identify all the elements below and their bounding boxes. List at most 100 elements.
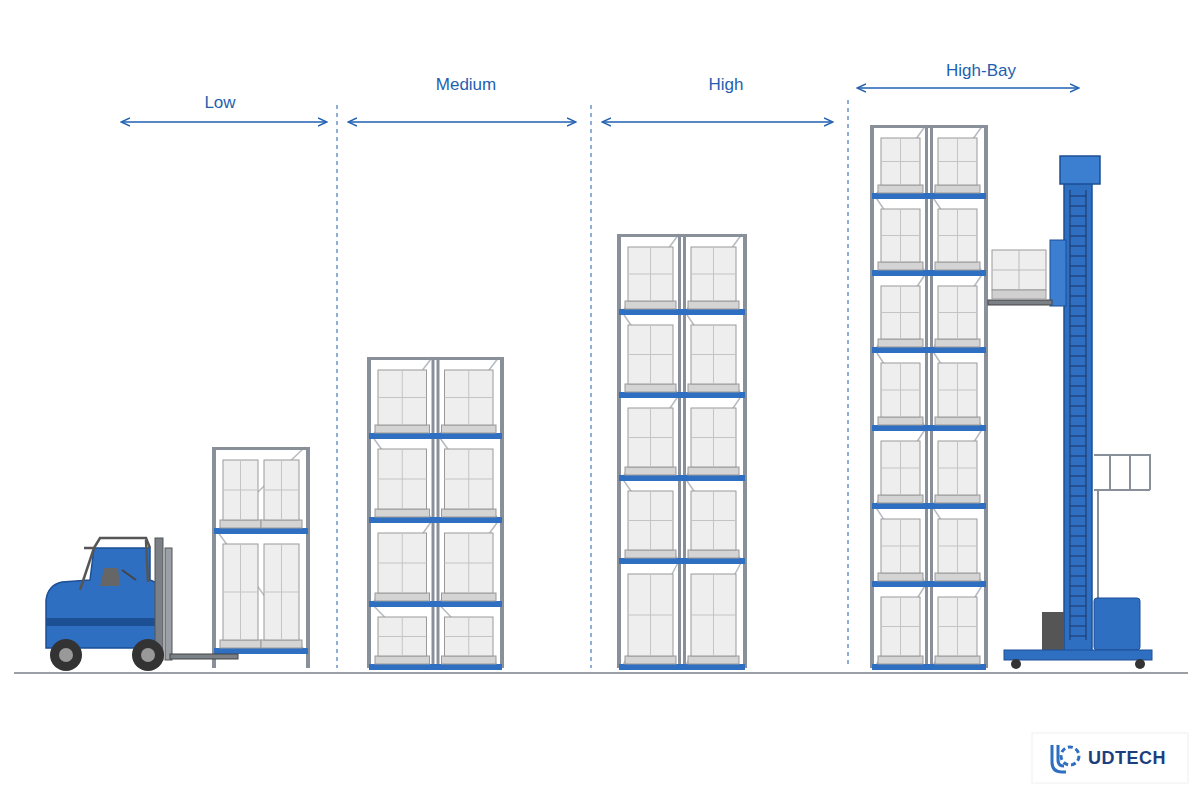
ladder-rung	[1070, 315, 1086, 316]
ladder-rung	[1070, 555, 1086, 556]
ladder-rung	[1070, 205, 1086, 206]
pallet	[935, 495, 980, 503]
rack-beam	[872, 347, 986, 353]
pallet	[878, 573, 923, 581]
ladder-rung	[1070, 255, 1086, 256]
load-box	[938, 441, 977, 495]
load-line	[445, 636, 494, 637]
ladder-rung	[1070, 505, 1086, 506]
load-line	[223, 592, 258, 593]
ladder-rung	[1070, 485, 1086, 486]
pallet-load	[688, 325, 739, 392]
pallet-load	[625, 408, 676, 475]
load-line	[628, 615, 673, 616]
load-line	[938, 312, 977, 313]
load-line	[378, 479, 427, 480]
pallet-load	[625, 247, 676, 309]
pallet	[688, 301, 739, 309]
pallet-rack	[212, 447, 310, 668]
pallet-load	[935, 441, 980, 503]
rack-top-tie	[214, 447, 308, 450]
pallet-load	[375, 370, 430, 433]
ladder-rung	[1070, 245, 1086, 246]
rack-brace	[439, 604, 500, 667]
pallet	[220, 520, 261, 528]
load-box	[881, 138, 920, 185]
ladder-rung	[1070, 535, 1086, 536]
ladder-rung	[1070, 605, 1086, 606]
load-box	[938, 209, 977, 262]
load-line	[691, 615, 736, 616]
load-line	[938, 546, 977, 547]
load-box	[881, 363, 920, 417]
pallet-load	[878, 363, 923, 425]
rack-beam	[369, 433, 502, 439]
rack-brace	[685, 561, 742, 667]
ladder-rung	[1070, 365, 1086, 366]
pallet-load	[878, 519, 923, 581]
load-box	[628, 574, 673, 656]
ladder-rung	[1070, 475, 1086, 476]
pallet-load	[442, 449, 497, 517]
zone-label: Medium	[436, 75, 496, 95]
ladder-rail	[1069, 190, 1070, 640]
rack-upright	[432, 357, 435, 668]
ladder-rail	[1085, 190, 1086, 640]
load-line	[223, 490, 258, 491]
pallet	[878, 495, 923, 503]
ladder-rung	[1070, 295, 1086, 296]
load-line	[445, 563, 494, 564]
pallet	[935, 417, 980, 425]
rack-brace	[685, 234, 742, 312]
load-box	[691, 574, 736, 656]
ladder-rung	[1070, 495, 1086, 496]
pallet	[625, 467, 676, 475]
pallet-load	[935, 286, 980, 347]
load-box	[264, 544, 299, 640]
load-box	[264, 460, 299, 520]
pallet	[935, 185, 980, 193]
rack-upright	[306, 447, 310, 668]
load-line	[264, 490, 299, 491]
ladder-rung	[1070, 455, 1086, 456]
load-line	[938, 235, 977, 236]
ladder-rung	[1070, 265, 1086, 266]
ladder-rung	[1070, 285, 1086, 286]
pallet	[442, 425, 497, 433]
pallet	[878, 185, 923, 193]
load-line	[691, 437, 736, 438]
load-line	[445, 479, 494, 480]
ladder-rung	[1070, 235, 1086, 236]
rack-brace	[439, 520, 500, 604]
ladder-rung	[1070, 325, 1086, 326]
pallet-load	[442, 370, 497, 433]
pallet-load	[878, 597, 923, 664]
zone-label: High	[709, 75, 744, 95]
rack-brace	[875, 125, 926, 196]
load-line	[628, 354, 673, 355]
pallet	[878, 339, 923, 347]
load-box	[628, 491, 673, 550]
load-box	[881, 519, 920, 573]
load-box	[691, 408, 736, 467]
ladder-rung	[1070, 595, 1086, 596]
rack-beam	[872, 581, 986, 587]
rack-brace	[439, 357, 500, 436]
ladder-rung	[1070, 515, 1086, 516]
pallet-load	[625, 325, 676, 392]
load-box	[223, 460, 258, 520]
pallet	[935, 339, 980, 347]
rack-brace	[932, 584, 983, 667]
pallet	[375, 656, 430, 664]
load-box	[628, 325, 673, 384]
rack-top-tie	[619, 234, 745, 237]
rack-brace	[622, 561, 679, 667]
load-box	[691, 247, 736, 301]
stacker-crane	[988, 156, 1152, 669]
ladder-rung	[1070, 545, 1086, 546]
pallet	[688, 656, 739, 664]
pallet-load	[261, 460, 302, 528]
pallet	[261, 520, 302, 528]
load-line	[938, 161, 977, 162]
pallet	[688, 467, 739, 475]
